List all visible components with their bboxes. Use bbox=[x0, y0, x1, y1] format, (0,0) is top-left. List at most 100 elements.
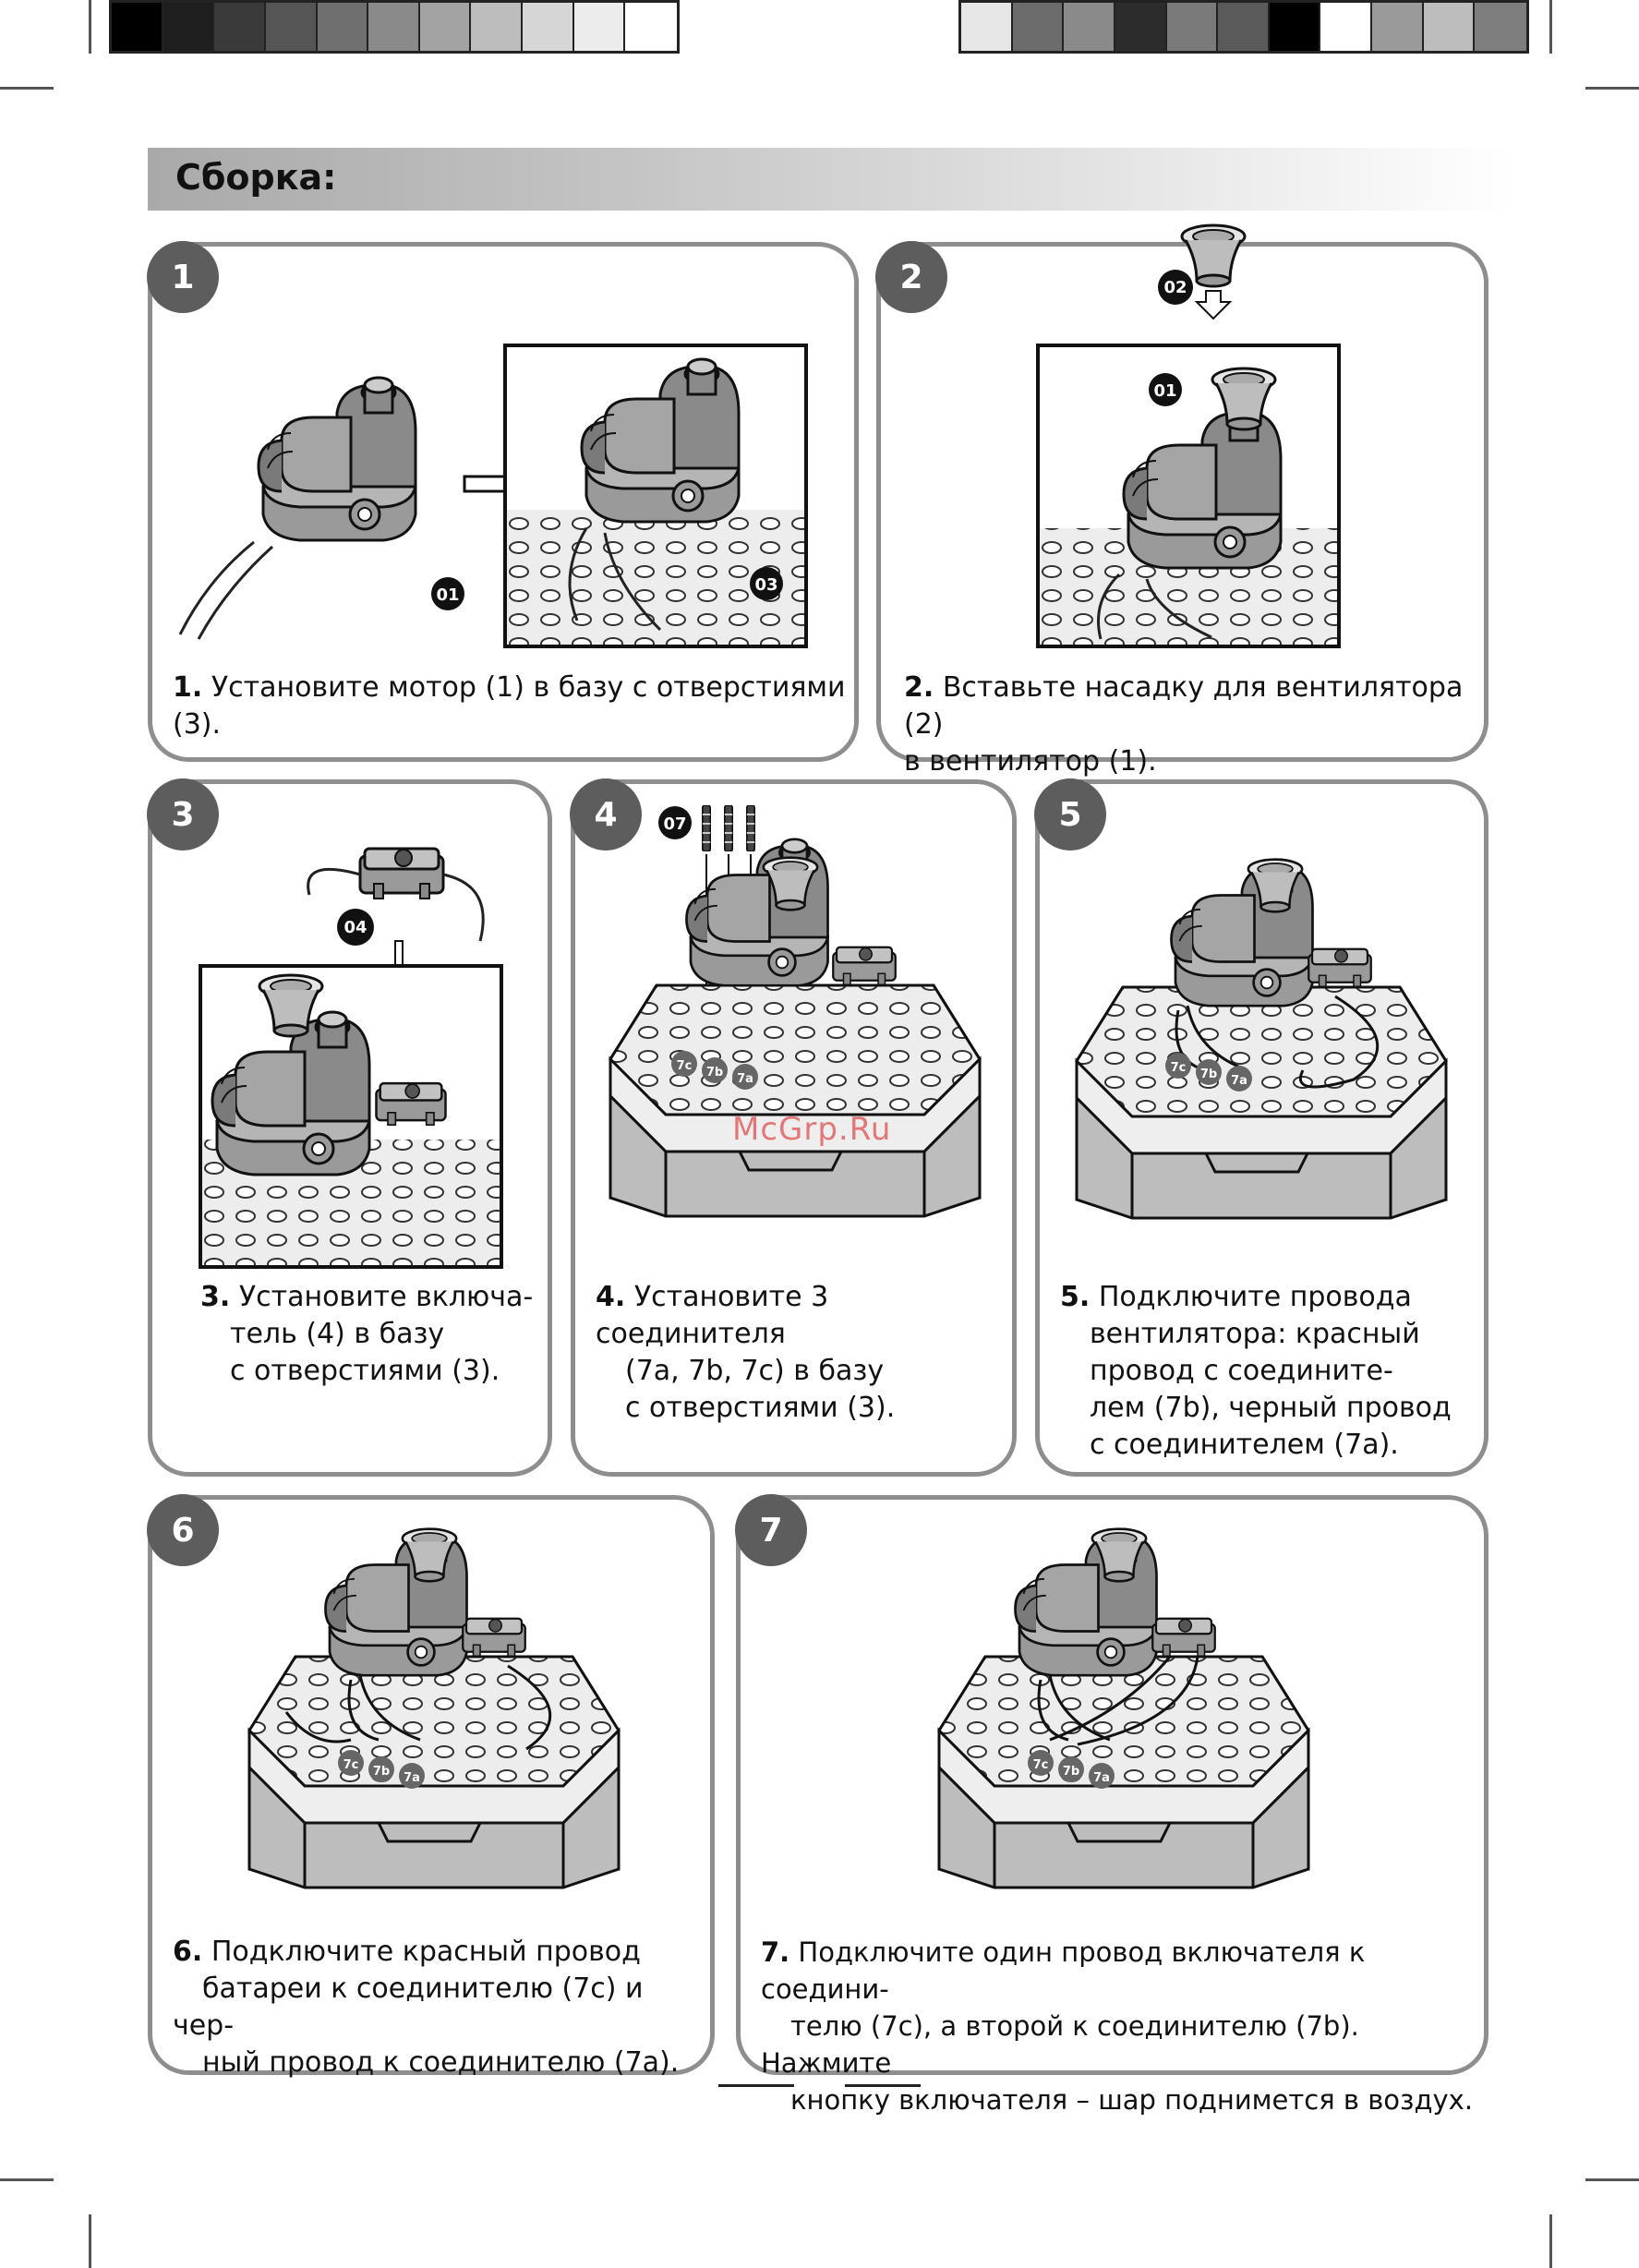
caption-line: кнопку включателя – шар поднимется в воз… bbox=[790, 2084, 1474, 2116]
color-swatch bbox=[1475, 3, 1526, 51]
color-swatch bbox=[1218, 3, 1270, 51]
step-num-label: 4. bbox=[596, 1281, 626, 1313]
color-swatch bbox=[368, 3, 420, 51]
step-6-caption: 6. Подключите красный провод батареи к с… bbox=[173, 1934, 713, 2081]
battery-wiring-illustration: 7c 7b 7a bbox=[247, 1527, 621, 1889]
color-swatch bbox=[471, 3, 523, 51]
part-label-7a: 7a bbox=[404, 1771, 420, 1785]
watermark: McGrp.Ru bbox=[732, 1111, 892, 1148]
step-number-badge: 3 bbox=[147, 778, 219, 850]
fan-nozzle-illustration bbox=[1180, 223, 1247, 320]
color-swatch bbox=[1269, 3, 1321, 51]
part-label-7c: 7c bbox=[677, 1059, 693, 1073]
caption-line: с отверстиями (3). bbox=[625, 1392, 896, 1424]
color-swatch bbox=[1166, 3, 1219, 51]
step-number-badge: 5 bbox=[1034, 778, 1106, 850]
caption-line: с соединителем (7a). bbox=[1090, 1429, 1399, 1461]
step-number-badge: 7 bbox=[735, 1494, 807, 1566]
part-badge: 02 bbox=[1158, 270, 1193, 305]
crop-mark bbox=[1585, 2178, 1639, 2181]
caption-line: Установите мотор (1) в базу с отверстиям… bbox=[173, 671, 846, 741]
footer-rule bbox=[845, 2084, 921, 2087]
step-2-panel: 2 02 01 2. Вставьте насадку для вентилят… bbox=[875, 223, 1488, 778]
caption-line: телю (7c), а второй к соединителю (7b). … bbox=[761, 2010, 1359, 2079]
section-title: Сборка: bbox=[175, 157, 337, 198]
part-badge: 04 bbox=[337, 909, 374, 946]
color-swatch bbox=[112, 3, 163, 51]
crop-mark bbox=[0, 87, 54, 90]
color-swatch bbox=[1423, 3, 1476, 51]
part-label-7c: 7c bbox=[1171, 1061, 1187, 1075]
step-1-panel: 1 01 03 1. Установите мотор (1) в базу с… bbox=[147, 241, 859, 762]
crop-mark bbox=[1585, 87, 1639, 90]
part-label-07: 07 bbox=[663, 814, 686, 834]
caption-line: лем (7b), черный провод bbox=[1090, 1392, 1452, 1424]
step-3-caption: 3. Установите включа- тель (4) в базу с … bbox=[200, 1279, 551, 1390]
step-num-label: 3. bbox=[200, 1281, 231, 1313]
crop-mark bbox=[89, 0, 91, 54]
crop-mark bbox=[0, 2178, 54, 2181]
step-3-panel: 3 04 3. Установите включа- тель (4) в ба… bbox=[147, 778, 552, 1477]
step-number-badge: 6 bbox=[147, 1494, 219, 1566]
caption-line: ный провод к соединителю (7a). bbox=[202, 2046, 680, 2079]
color-swatch bbox=[1372, 3, 1424, 51]
caption-line: тель (4) в базу bbox=[230, 1318, 445, 1350]
part-label-7a: 7a bbox=[1093, 1771, 1110, 1785]
part-label-01: 01 bbox=[436, 585, 459, 605]
caption-line: батареи к соединителю (7c) и чер- bbox=[173, 1972, 644, 2042]
part-label-02: 02 bbox=[1163, 277, 1187, 297]
step-number-badge: 1 bbox=[147, 241, 219, 313]
caption-line: вентилятора: красный bbox=[1090, 1318, 1420, 1350]
crop-mark bbox=[1549, 2214, 1552, 2268]
switch-in-base-illustration bbox=[199, 964, 503, 1269]
caption-line: Подключите провода bbox=[1098, 1281, 1412, 1313]
color-swatch bbox=[625, 3, 677, 51]
part-label-7c: 7c bbox=[1033, 1758, 1049, 1772]
caption-line: с отверстиями (3). bbox=[230, 1355, 500, 1387]
step-5-panel: 5 7c 7b 7a 5. Подключите провода вентиля… bbox=[1034, 778, 1488, 1477]
step-num-label: 7. bbox=[761, 1936, 790, 1968]
step-4-caption: 4. Установите 3 соединителя (7a, 7b, 7c)… bbox=[596, 1279, 1016, 1427]
switch-illustration bbox=[307, 847, 485, 942]
part-label-7a: 7a bbox=[1231, 1074, 1247, 1088]
color-swatch bbox=[163, 3, 215, 51]
caption-line: в вентилятор (1). bbox=[904, 745, 1157, 778]
caption-line: Подключите один провод включателя к соед… bbox=[761, 1936, 1366, 2005]
color-swatch bbox=[961, 3, 1013, 51]
footer-rule bbox=[718, 2084, 794, 2087]
switch-wiring-illustration: 7c 7b 7a bbox=[937, 1527, 1310, 1889]
color-calibration-bar-right bbox=[958, 0, 1529, 54]
crop-mark bbox=[1549, 0, 1552, 54]
step-4-panel: 4 07 7c 7b 7a 4. Установите 3 соединител… bbox=[570, 778, 1017, 1477]
caption-line: Подключите красный провод bbox=[211, 1936, 641, 1968]
color-swatch bbox=[419, 3, 472, 51]
step-6-panel: 6 7c 7b 7a 6. Подключите красный провод … bbox=[147, 1494, 715, 2079]
color-swatch bbox=[1115, 3, 1167, 51]
caption-line: Установите включа- bbox=[238, 1281, 534, 1313]
caption-line: (7a, 7b, 7c) в базу bbox=[625, 1355, 885, 1387]
part-label-7b: 7b bbox=[1200, 1068, 1217, 1081]
color-swatch bbox=[1012, 3, 1065, 51]
color-swatch bbox=[265, 3, 318, 51]
part-label-04: 04 bbox=[343, 917, 368, 937]
caption-line: провод с соедините- bbox=[1090, 1355, 1393, 1387]
step-num-label: 6. bbox=[173, 1936, 203, 1968]
part-label-7c: 7c bbox=[343, 1758, 359, 1772]
motor-in-base-illustration: 03 bbox=[503, 344, 808, 648]
step-num-label: 5. bbox=[1060, 1281, 1091, 1313]
color-swatch bbox=[214, 3, 266, 51]
section-header: Сборка: bbox=[148, 148, 1514, 211]
color-swatch bbox=[1320, 3, 1372, 51]
part-label-03: 03 bbox=[754, 575, 777, 595]
step-2-caption: 2. Вставьте насадку для вентилятора (2) … bbox=[904, 670, 1486, 780]
caption-line: Установите 3 соединителя bbox=[596, 1281, 829, 1350]
connectors-assembly-illustration: 07 7c 7b 7a bbox=[609, 805, 982, 1218]
crop-mark bbox=[89, 2214, 91, 2268]
step-number-badge: 4 bbox=[570, 778, 642, 850]
motor-illustration: 01 bbox=[178, 376, 464, 640]
step-num-label: 1. bbox=[173, 671, 203, 704]
color-swatch bbox=[317, 3, 369, 51]
step-1-caption: 1. Установите мотор (1) в базу с отверст… bbox=[173, 670, 856, 743]
fan-wiring-illustration: 7c 7b 7a bbox=[1075, 858, 1448, 1220]
step-7-panel: 7 7c 7b 7a 7. Подключите один провод вкл… bbox=[735, 1494, 1488, 2116]
